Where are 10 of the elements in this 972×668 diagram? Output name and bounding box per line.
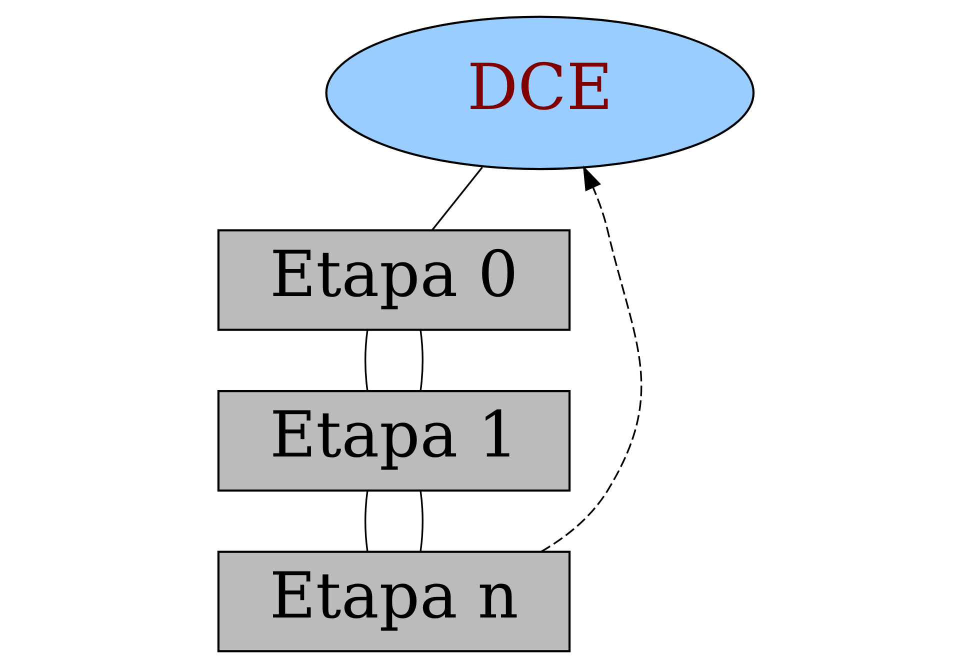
connector: [364, 490, 368, 552]
arrow: [540, 166, 642, 552]
node-box: Etapa 0: [217, 229, 571, 331]
node-box: Etapa n: [217, 550, 571, 652]
node-ellipse: DCE: [325, 16, 755, 170]
node-box: Etapa 1: [217, 390, 571, 492]
connector: [431, 166, 483, 231]
connector: [364, 330, 368, 391]
connector: [420, 330, 424, 391]
connector: [420, 490, 424, 552]
